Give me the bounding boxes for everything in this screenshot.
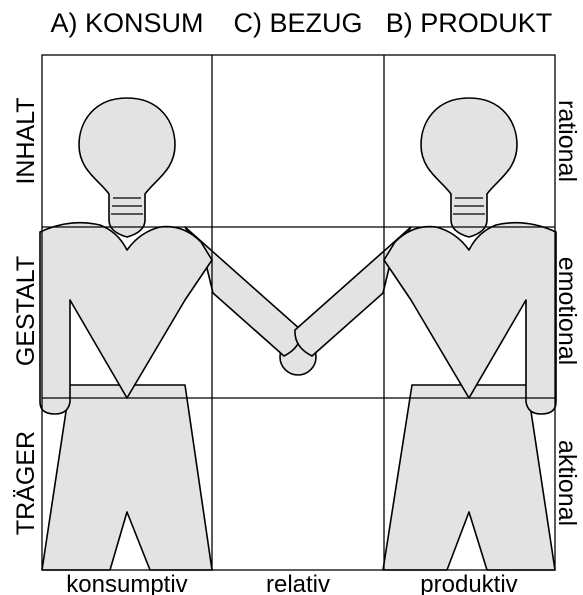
column-header-produkt: B) PRODUKT	[386, 8, 553, 38]
row-label-inhalt: INHALT	[12, 97, 40, 184]
left-lightbulb	[78, 97, 176, 238]
right-figure-legs	[382, 384, 556, 571]
right-figure-arm	[294, 226, 412, 357]
footer-label-produktiv: produktiv	[420, 571, 517, 595]
row-label-emotional: emotional	[553, 257, 581, 365]
row-label-aktional: aktional	[553, 440, 581, 526]
footer-label-relativ: relativ	[266, 571, 330, 595]
grid	[41, 54, 556, 571]
column-header-bezug: C) BEZUG	[233, 8, 362, 38]
row-label-rational: rational	[553, 100, 581, 182]
left-figure-torso	[39, 221, 213, 415]
left-figure	[39, 97, 302, 571]
footer-label-konsumptiv: konsumptiv	[66, 571, 187, 595]
right-lightbulb	[420, 97, 518, 238]
row-label-gestalt: GESTALT	[12, 256, 40, 366]
right-figure-torso	[383, 221, 557, 415]
row-label-traeger: TRÄGER	[12, 431, 40, 535]
right-figure	[294, 97, 557, 571]
column-header-konsum: A) KONSUM	[50, 8, 203, 38]
left-figure-legs	[41, 384, 213, 571]
